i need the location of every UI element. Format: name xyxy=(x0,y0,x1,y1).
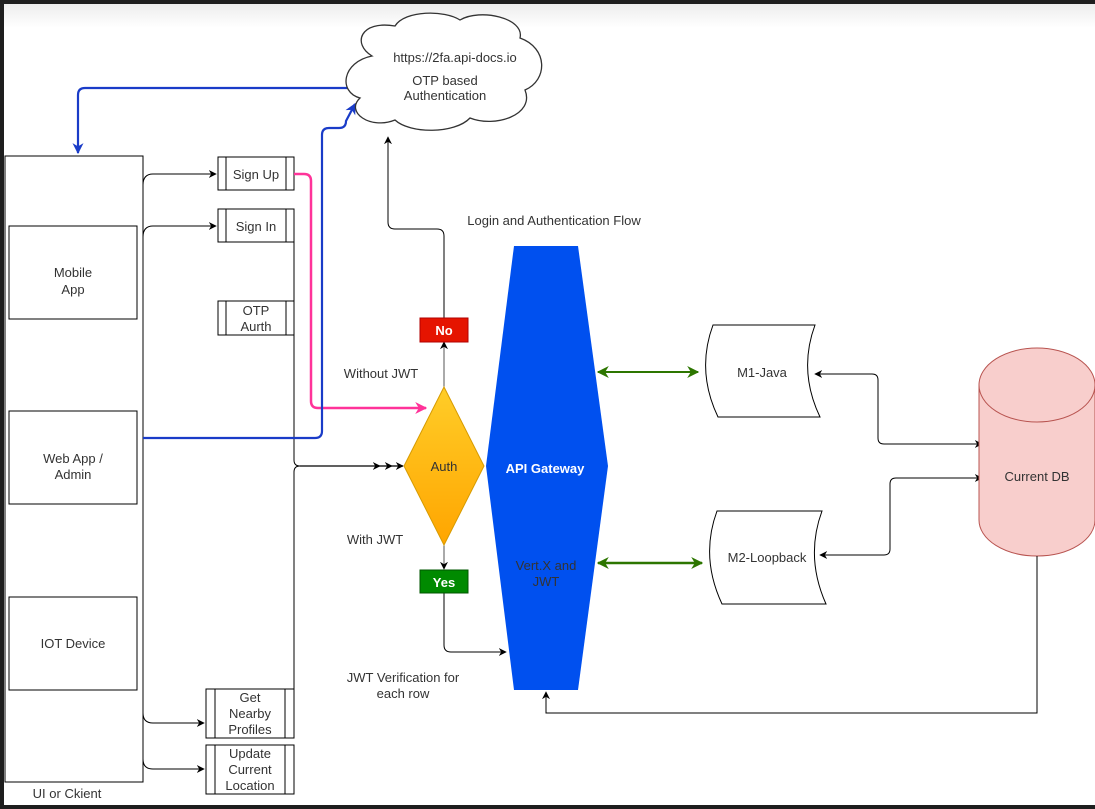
svg-text:No: No xyxy=(435,323,452,338)
otp-cloud[interactable]: https://2fa.api-docs.io OTP based Authen… xyxy=(345,12,543,131)
svg-text:Vert.X and: Vert.X and xyxy=(516,558,577,573)
label-without-jwt: Without JWT xyxy=(344,366,418,381)
diagram-svg: UI or Ckient Mobile App Web App / Admin … xyxy=(4,12,1095,801)
current-db[interactable]: Current DB xyxy=(978,347,1095,557)
process-sign-in[interactable]: Sign In xyxy=(217,208,295,243)
svg-text:M1-Java: M1-Java xyxy=(737,365,788,380)
auth-decision[interactable]: Auth xyxy=(403,385,485,547)
svg-text:Auth: Auth xyxy=(431,459,458,474)
api-gateway[interactable]: API Gateway Vert.X and JWT xyxy=(486,246,608,690)
client-web-app[interactable]: Web App / Admin xyxy=(8,410,138,505)
edge-no-to-cloud xyxy=(384,136,445,318)
label-jwt-verification-line2: each row xyxy=(377,686,430,701)
svg-text:Update: Update xyxy=(229,746,271,761)
svg-text:Authentication: Authentication xyxy=(404,88,486,103)
yes-badge: Yes xyxy=(419,569,469,594)
svg-text:OTP based: OTP based xyxy=(412,73,478,88)
edge-client-to-nearby xyxy=(142,712,205,727)
edge-client-to-location xyxy=(142,758,205,773)
svg-text:Current DB: Current DB xyxy=(1004,469,1069,484)
edge-client-to-signin xyxy=(142,222,217,238)
svg-text:Yes: Yes xyxy=(433,575,455,590)
svg-text:Sign Up: Sign Up xyxy=(233,167,279,182)
edge-m1-db xyxy=(814,370,983,448)
svg-text:OTP: OTP xyxy=(243,303,270,318)
service-m1-java[interactable]: M1-Java xyxy=(705,324,821,418)
label-with-jwt: With JWT xyxy=(347,532,403,547)
edge-cloud-to-client xyxy=(72,86,372,155)
svg-text:M2-Loopback: M2-Loopback xyxy=(728,550,807,565)
process-sign-up[interactable]: Sign Up xyxy=(217,156,295,191)
svg-text:Mobile: Mobile xyxy=(54,265,92,280)
svg-text:Profiles: Profiles xyxy=(228,722,272,737)
svg-text:Admin: Admin xyxy=(55,467,92,482)
client-container-label: UI or Ckient xyxy=(33,786,102,801)
svg-text:Nearby: Nearby xyxy=(229,706,271,721)
edge-yes-to-gateway xyxy=(443,593,507,656)
svg-text:Web App /: Web App / xyxy=(43,451,103,466)
svg-text:Sign In: Sign In xyxy=(236,219,276,234)
label-jwt-verification-line1: JWT Verification for xyxy=(347,670,460,685)
svg-text:App: App xyxy=(61,282,84,297)
svg-text:Get: Get xyxy=(240,690,261,705)
svg-text:https://2fa.api-docs.io: https://2fa.api-docs.io xyxy=(393,50,517,65)
edge-db-to-gateway xyxy=(542,556,1038,714)
svg-text:IOT Device: IOT Device xyxy=(41,636,106,651)
edge-client-to-signup xyxy=(142,170,217,186)
diagram-canvas: UI or Ckient Mobile App Web App / Admin … xyxy=(4,4,1095,805)
svg-text:Current: Current xyxy=(228,762,272,777)
edge-signin-bus xyxy=(293,242,301,467)
svg-text:API Gateway: API Gateway xyxy=(506,461,586,476)
no-badge: No xyxy=(419,317,469,343)
client-mobile-app[interactable]: Mobile App xyxy=(8,225,138,320)
edge-webapp-to-cloud xyxy=(143,103,356,440)
edge-m2-db xyxy=(819,474,983,559)
edge-signup-to-auth xyxy=(294,172,428,414)
service-m2-loopback[interactable]: M2-Loopback xyxy=(709,510,827,605)
diagram-title: Login and Authentication Flow xyxy=(467,213,641,228)
edge-services-bus xyxy=(293,465,301,689)
process-otp-auth[interactable]: OTP Aurth xyxy=(217,300,295,336)
process-get-nearby-profiles[interactable]: Get Nearby Profiles xyxy=(205,688,295,739)
svg-text:JWT: JWT xyxy=(533,574,560,589)
svg-text:Aurth: Aurth xyxy=(240,319,271,334)
client-iot-device[interactable]: IOT Device xyxy=(8,596,138,691)
svg-text:Location: Location xyxy=(225,778,274,793)
process-update-current-location[interactable]: Update Current Location xyxy=(205,744,295,795)
